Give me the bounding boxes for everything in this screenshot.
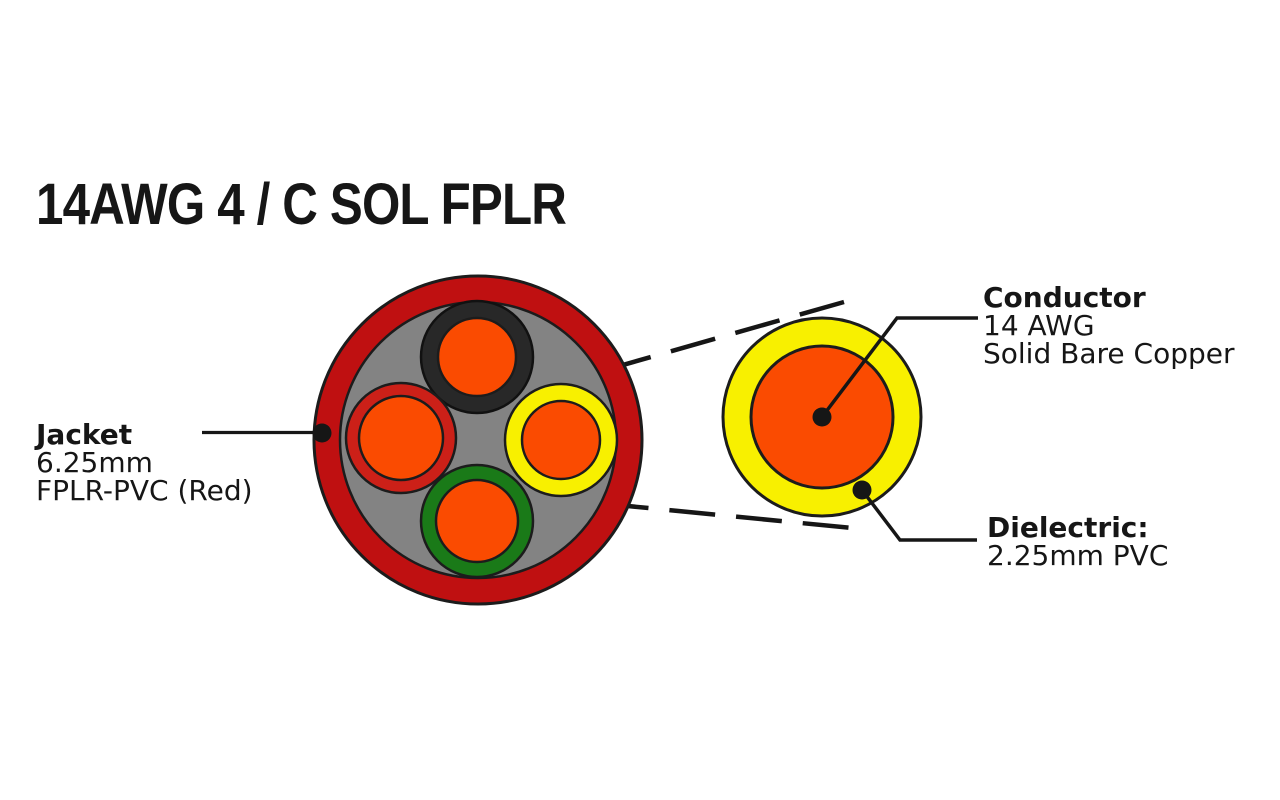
dielectric-label-heading: Dielectric:	[987, 511, 1149, 544]
conductor-label-heading: Conductor	[983, 281, 1146, 314]
zoom-dashed-line-top	[541, 299, 845, 391]
jacket-leader-dot	[312, 423, 332, 443]
conductor-label-gauge: 14 AWG	[983, 309, 1095, 342]
jacket-label-heading: Jacket	[36, 418, 133, 451]
jacket-label-size: 6.25mm	[36, 446, 153, 479]
dielectric-label: Dielectric: 2.25mm PVC	[987, 514, 1168, 570]
conductor-label-material: Solid Bare Copper	[983, 337, 1235, 370]
conductor-leader-line	[820, 316, 978, 419]
dielectric-leader-line	[860, 488, 977, 542]
jacket-label-material: FPLR-PVC (Red)	[36, 474, 253, 507]
copper-core-bottom	[434, 478, 520, 564]
dielectric-leader-dot	[852, 480, 872, 500]
page-title: 14AWG 4 / C SOL FPLR	[36, 172, 567, 237]
conductor-leader-dot	[812, 407, 832, 427]
copper-core-right	[520, 399, 602, 481]
conductor-label: Conductor 14 AWG Solid Bare Copper	[983, 284, 1235, 368]
jacket-label: Jacket 6.25mm FPLR-PVC (Red)	[36, 421, 253, 505]
copper-core-top	[436, 316, 518, 398]
zoom-dashed-line-bottom	[535, 494, 863, 532]
copper-core-left	[357, 394, 445, 482]
dielectric-label-size: 2.25mm PVC	[987, 539, 1169, 572]
